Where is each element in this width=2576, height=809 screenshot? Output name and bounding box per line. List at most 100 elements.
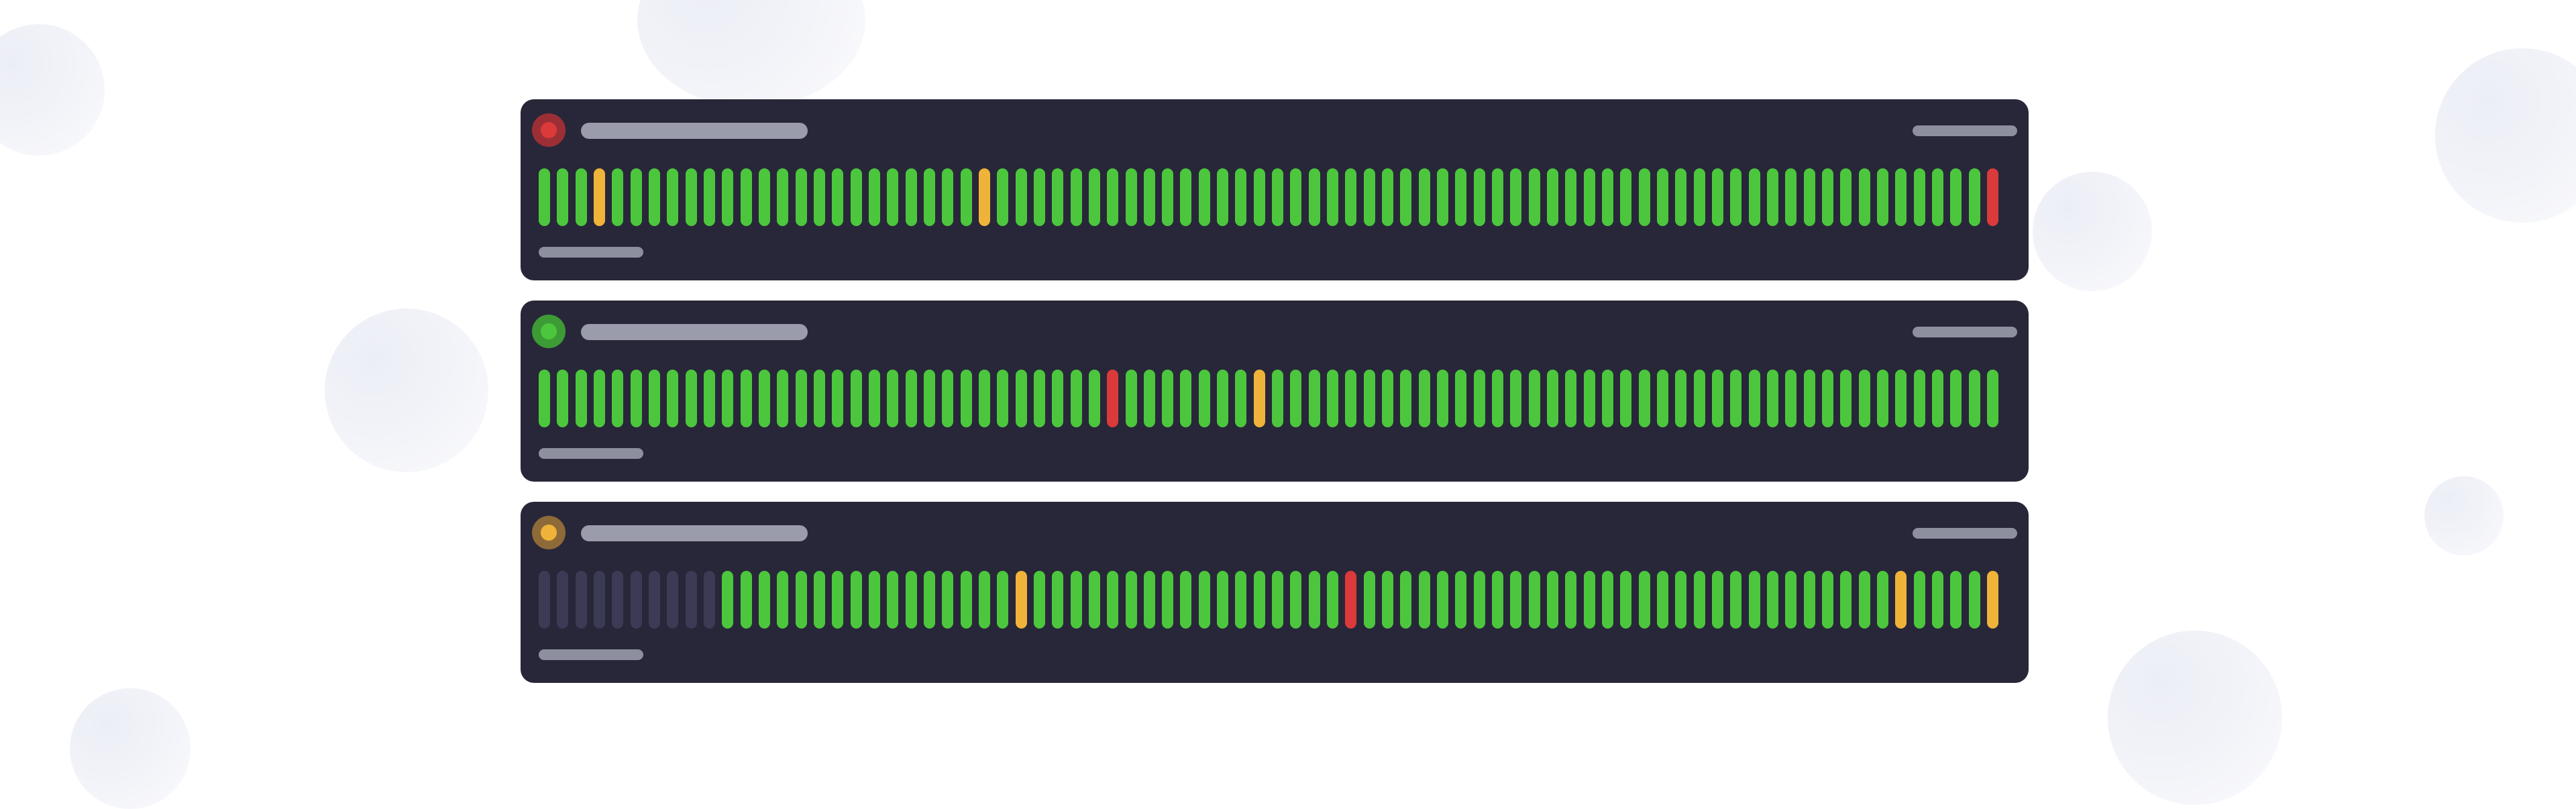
status-tick-ok[interactable] xyxy=(1602,370,1614,427)
status-tick-ok[interactable] xyxy=(648,168,660,226)
status-tick-ok[interactable] xyxy=(1180,571,1192,629)
status-tick-ok[interactable] xyxy=(1455,168,1467,226)
status-tick-ok[interactable] xyxy=(1968,571,1980,629)
status-tick-ok[interactable] xyxy=(630,168,642,226)
status-tick-ok[interactable] xyxy=(795,370,807,427)
status-tick-ok[interactable] xyxy=(1858,168,1870,226)
status-tick-ok[interactable] xyxy=(1198,571,1210,629)
status-tick-ok[interactable] xyxy=(1143,370,1155,427)
status-tick-ok[interactable] xyxy=(740,571,752,629)
status-tick-ok[interactable] xyxy=(1217,168,1229,226)
status-tick-ok[interactable] xyxy=(997,370,1009,427)
status-tick-ok[interactable] xyxy=(868,370,880,427)
status-tick-ok[interactable] xyxy=(1565,168,1577,226)
status-tick-ok[interactable] xyxy=(1565,370,1577,427)
status-tick-ok[interactable] xyxy=(1602,571,1614,629)
status-tick-ok[interactable] xyxy=(1418,571,1430,629)
status-tick-ok[interactable] xyxy=(1583,370,1595,427)
status-tick-ok[interactable] xyxy=(1070,370,1082,427)
status-tick-ok[interactable] xyxy=(997,571,1009,629)
status-tick-ok[interactable] xyxy=(1968,168,1980,226)
status-tick-ok[interactable] xyxy=(1198,370,1210,427)
status-tick-ok[interactable] xyxy=(868,571,880,629)
status-tick-ok[interactable] xyxy=(1821,168,1833,226)
status-tick-ok[interactable] xyxy=(960,168,972,226)
status-tick-ok[interactable] xyxy=(1125,571,1137,629)
status-tick-ok[interactable] xyxy=(1198,168,1210,226)
status-tick-ok[interactable] xyxy=(703,370,715,427)
status-tick-ok[interactable] xyxy=(868,168,880,226)
status-tick-ok[interactable] xyxy=(1748,168,1760,226)
status-tick-ok[interactable] xyxy=(667,370,679,427)
status-tick-ok[interactable] xyxy=(1876,370,1888,427)
status-tick-ok[interactable] xyxy=(1510,571,1522,629)
status-tick-ok[interactable] xyxy=(1492,168,1504,226)
status-tick-ok[interactable] xyxy=(1785,571,1797,629)
status-tick-ok[interactable] xyxy=(813,168,825,226)
status-tick-ok[interactable] xyxy=(1913,370,1925,427)
status-tick-ok[interactable] xyxy=(1162,571,1174,629)
status-tick-empty[interactable] xyxy=(539,571,550,629)
status-tick-ok[interactable] xyxy=(1675,370,1687,427)
status-tick-ok[interactable] xyxy=(758,571,770,629)
status-tick-ok[interactable] xyxy=(1088,168,1100,226)
status-tick-ok[interactable] xyxy=(1766,168,1778,226)
status-tick-ok[interactable] xyxy=(1290,571,1302,629)
status-tick-ok[interactable] xyxy=(923,571,935,629)
status-tick-ok[interactable] xyxy=(813,571,825,629)
status-tick-warn[interactable] xyxy=(593,168,605,226)
status-tick-ok[interactable] xyxy=(905,370,917,427)
status-tick-ok[interactable] xyxy=(1253,571,1265,629)
status-tick-ok[interactable] xyxy=(978,571,990,629)
status-tick-ok[interactable] xyxy=(703,168,715,226)
status-tick-ok[interactable] xyxy=(1858,571,1870,629)
status-tick-empty[interactable] xyxy=(593,571,605,629)
status-tick-ok[interactable] xyxy=(1528,571,1540,629)
status-tick-ok[interactable] xyxy=(740,370,752,427)
status-tick-ok[interactable] xyxy=(1821,571,1833,629)
status-tick-ok[interactable] xyxy=(1070,571,1082,629)
status-tick-ok[interactable] xyxy=(1308,370,1320,427)
status-tick-ok[interactable] xyxy=(575,168,587,226)
status-tick-ok[interactable] xyxy=(1638,571,1650,629)
status-tick-ok[interactable] xyxy=(1693,370,1705,427)
status-tick-ok[interactable] xyxy=(1052,168,1064,226)
status-tick-ok[interactable] xyxy=(1657,168,1669,226)
status-tick-warn[interactable] xyxy=(1986,571,1998,629)
status-tick-ok[interactable] xyxy=(923,168,935,226)
status-tick-ok[interactable] xyxy=(1345,168,1357,226)
status-tick-ok[interactable] xyxy=(1107,571,1119,629)
status-tick-ok[interactable] xyxy=(1382,571,1394,629)
status-tick-ok[interactable] xyxy=(1657,370,1669,427)
status-tick-ok[interactable] xyxy=(1015,370,1027,427)
status-tick-ok[interactable] xyxy=(1693,168,1705,226)
status-tick-empty[interactable] xyxy=(667,571,679,629)
status-tick-ok[interactable] xyxy=(1785,168,1797,226)
status-tick-ok[interactable] xyxy=(1620,168,1632,226)
monitor-card[interactable]: degraded xyxy=(521,502,2029,683)
status-tick-ok[interactable] xyxy=(722,370,734,427)
status-tick-ok[interactable] xyxy=(1913,168,1925,226)
status-tick-ok[interactable] xyxy=(1492,370,1504,427)
status-tick-ok[interactable] xyxy=(813,370,825,427)
status-tick-ok[interactable] xyxy=(1070,168,1082,226)
status-tick-ok[interactable] xyxy=(1217,571,1229,629)
status-tick-ok[interactable] xyxy=(722,571,734,629)
status-tick-ok[interactable] xyxy=(1327,168,1339,226)
status-tick-ok[interactable] xyxy=(1876,168,1888,226)
status-tick-ok[interactable] xyxy=(685,370,697,427)
status-tick-ok[interactable] xyxy=(1638,370,1650,427)
status-tick-ok[interactable] xyxy=(557,370,569,427)
status-tick-ok[interactable] xyxy=(1363,168,1375,226)
status-tick-ok[interactable] xyxy=(1125,370,1137,427)
status-tick-ok[interactable] xyxy=(1492,571,1504,629)
status-tick-ok[interactable] xyxy=(1088,370,1100,427)
status-tick-ok[interactable] xyxy=(1180,370,1192,427)
status-tick-ok[interactable] xyxy=(1308,168,1320,226)
status-tick-down[interactable] xyxy=(1107,370,1119,427)
status-tick-ok[interactable] xyxy=(1693,571,1705,629)
status-tick-ok[interactable] xyxy=(1162,168,1174,226)
status-tick-ok[interactable] xyxy=(1730,571,1742,629)
status-tick-ok[interactable] xyxy=(1565,571,1577,629)
status-tick-ok[interactable] xyxy=(1253,168,1265,226)
